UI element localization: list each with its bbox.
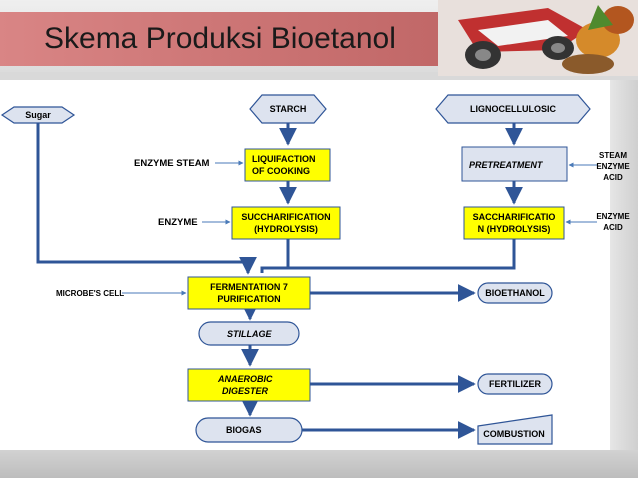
flow-saccharification-to-fermentation	[262, 239, 516, 270]
node-stillage: STILLAGE	[198, 321, 300, 346]
node-biogas: BIOGAS	[195, 417, 303, 443]
box-succharification-line2: (HYDROLYSIS)	[254, 224, 318, 234]
box-saccharification-line2: N (HYDROLYSIS)	[478, 224, 551, 234]
node-biogas-label: BIOGAS	[226, 425, 262, 435]
node-bioethanol: BIOETHANOL	[477, 282, 553, 304]
box-pretreatment-label: PRETREATMENT	[469, 160, 544, 170]
label-enzyme-steam: ENZYME STEAM	[134, 158, 210, 169]
panel-edge	[610, 80, 638, 452]
box-succharification: SUCCHARIFICATION (HYDROLYSIS)	[231, 206, 341, 240]
box-liquifaction-line2: OF COOKING	[252, 166, 310, 176]
node-sugar: Sugar	[0, 106, 76, 124]
box-anaerobic-line1: ANAEROBIC	[217, 374, 273, 384]
box-fermentation-line2: PURIFICATION	[217, 294, 280, 304]
label-enzyme-acid-line2: ACID	[603, 223, 623, 232]
node-stillage-label: STILLAGE	[227, 329, 272, 339]
box-liquifaction: LIQUIFACTION OF COOKING	[244, 148, 331, 182]
node-bioethanol-label: BIOETHANOL	[485, 288, 545, 298]
label-microbes-cell: MICROBE'S CELL	[56, 289, 124, 298]
node-fertilizer-label: FERTILIZER	[489, 379, 541, 389]
box-pretreatment: PRETREATMENT	[461, 146, 568, 182]
flow-sugar-to-fermentation	[36, 123, 257, 275]
node-combustion: COMBUSTION	[477, 414, 553, 445]
node-combustion-label: COMBUSTION	[483, 429, 545, 439]
flow-lines	[36, 123, 523, 439]
box-anaerobic: ANAEROBIC DIGESTER	[187, 368, 311, 402]
label-enzyme-acid-line1: ENZYME	[596, 212, 630, 221]
node-starch: STARCH	[249, 94, 327, 124]
box-succharification-line1: SUCCHARIFICATION	[241, 212, 330, 222]
race-car-image	[438, 0, 638, 76]
label-steam-line2: ENZYME	[596, 162, 630, 171]
box-fermentation-line1: FERMENTATION 7	[210, 282, 288, 292]
label-enzyme: ENZYME	[158, 217, 198, 228]
box-saccharification-line1: SACCHARIFICATIO	[473, 212, 556, 222]
label-steam-line3: ACID	[603, 173, 623, 182]
slide-title: Skema Produksi Bioetanol	[44, 22, 396, 55]
node-starch-label: STARCH	[270, 104, 307, 114]
node-lignocellulosic-label: LIGNOCELLULOSIC	[470, 104, 556, 114]
label-steam-line1: STEAM	[599, 151, 627, 160]
box-saccharification: SACCHARIFICATIO N (HYDROLYSIS)	[463, 206, 565, 240]
box-fermentation: FERMENTATION 7 PURIFICATION	[187, 276, 311, 310]
box-anaerobic-line2: DIGESTER	[222, 386, 269, 396]
node-fertilizer: FERTILIZER	[477, 373, 553, 395]
box-liquifaction-line1: LIQUIFACTION	[252, 154, 316, 164]
slide-footer	[0, 450, 638, 478]
node-sugar-label: Sugar	[25, 110, 51, 120]
input-arrows	[122, 160, 597, 296]
node-lignocellulosic: LIGNOCELLULOSIC	[435, 94, 591, 124]
